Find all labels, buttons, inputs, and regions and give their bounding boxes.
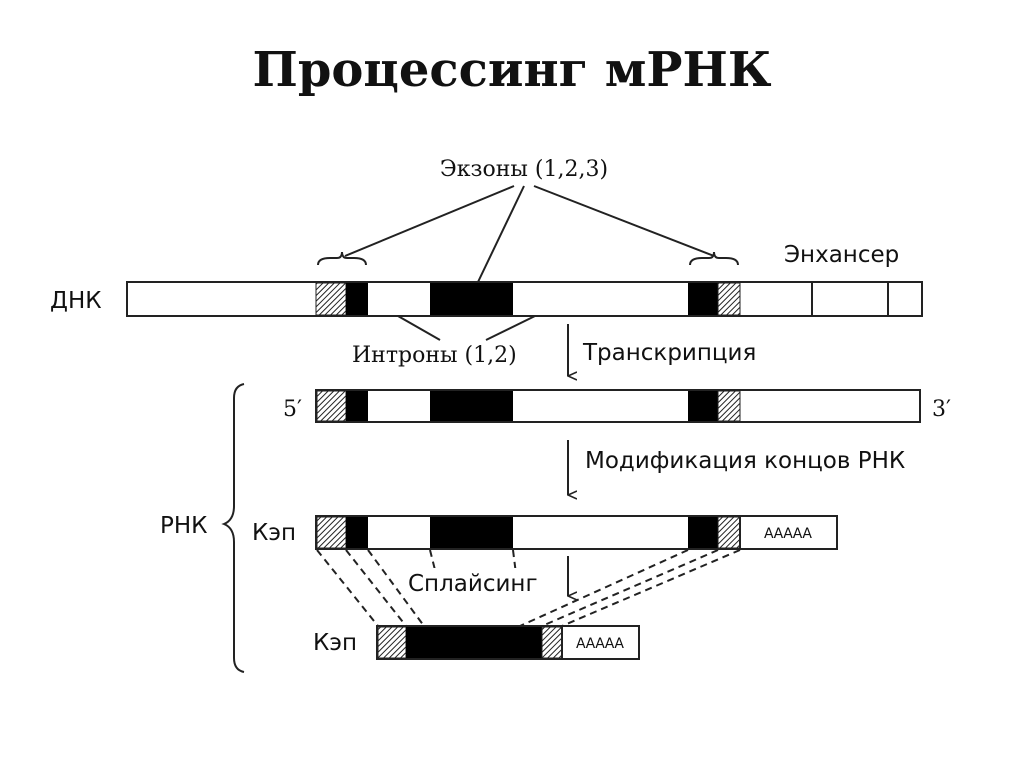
mature-utr3-segment [541,626,563,659]
capped-utr5-segment [316,516,347,549]
pre-mrna-exon-3 [688,391,718,421]
pre-mrna-utr5-segment [316,390,347,422]
rna-brace [221,383,245,673]
modification-label: Модификация концов РНК [585,448,905,474]
capped-exon-2 [430,517,513,548]
dna-label: ДНК [50,288,102,314]
introns-label: Интроны (1,2) [352,343,517,368]
mature-utr5-segment [377,626,407,659]
poly-a-tail-2 [561,625,640,660]
intron-pointer-lines [397,315,536,341]
poly-a-tail-1 [739,515,838,550]
exon-pointer-lines [344,185,715,283]
dna-exon-2 [430,283,513,315]
enhancer-label: Энхансер [784,242,899,268]
cap-label-2: Кэп [313,630,357,656]
pre-mrna-utr3-segment [717,390,741,422]
brace-exon-1 [317,251,367,266]
transcription-label: Транскрипция [582,340,756,366]
dna-utr3-segment [717,282,741,316]
poly-a-text-1: ААААА [764,526,812,542]
capped-pre-mrna-bar [315,515,838,550]
capped-exon-3 [688,517,718,548]
poly-a-text-2: ААААА [576,636,624,652]
rna-label: РНК [160,513,208,539]
dna-exon-3 [688,283,718,315]
pre-mrna-bar [315,389,921,423]
dna-utr5-segment [315,282,347,316]
dna-bar [126,281,923,317]
diagram-title: Процессинг мРНК [252,42,772,98]
splicing-label-bg [405,568,553,598]
cap-label-1: Кэп [252,520,296,546]
five-prime-label: 5′ [283,397,302,422]
mature-exons-joined [406,627,542,658]
three-prime-label: 3′ [932,397,951,422]
mature-mrna-bar [376,625,640,660]
capped-utr3-segment [717,516,741,549]
dna-exon-1 [346,283,368,315]
brace-exon-3 [689,251,739,266]
exons-label: Экзоны (1,2,3) [440,157,608,182]
pre-mrna-exon-1 [346,391,368,421]
splicing-label: Сплайсинг [408,571,538,597]
splicing-dashed-lines [316,549,741,627]
capped-exon-1 [346,517,368,548]
pre-mrna-exon-2 [430,391,513,421]
